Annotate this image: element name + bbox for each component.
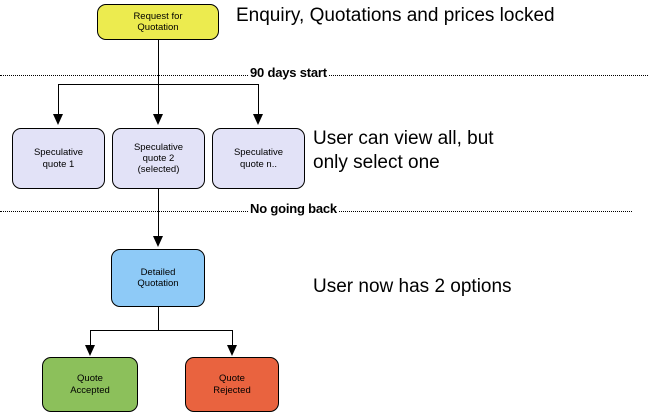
node-quote-accepted[interactable]: Quote Accepted <box>42 357 138 412</box>
annotation-enquiry-locked: Enquiry, Quotations and prices locked <box>236 5 555 26</box>
connector-outcome-bus <box>90 330 232 331</box>
arrowhead-to-accepted <box>85 345 95 356</box>
node-speculative-quote-1[interactable]: Speculative quote 1 <box>12 128 105 189</box>
arrowhead-to-detailed <box>153 236 163 247</box>
connector-detailed-stem <box>158 307 159 331</box>
arrowhead-to-spec2 <box>153 114 163 125</box>
node-speculative-quote-2-selected[interactable]: Speculative quote 2 (selected) <box>112 128 205 189</box>
node-speculative-quote-1-label: Speculative quote 1 <box>33 147 84 170</box>
annotation-two-options: User now has 2 options <box>313 276 512 297</box>
node-detailed-quotation-label: Detailed Quotation <box>137 266 179 289</box>
node-quote-rejected[interactable]: Quote Rejected <box>185 357 279 412</box>
connector-to-spec1 <box>58 84 59 116</box>
phase-separator-label-2: No going back <box>248 201 339 216</box>
node-detailed-quotation[interactable]: Detailed Quotation <box>111 249 205 307</box>
phase-separator-label-1: 90 days start <box>248 65 329 80</box>
node-speculative-quote-n[interactable]: Speculative quote n.. <box>212 128 305 189</box>
node-speculative-quote-2-label: Speculative quote 2 (selected) <box>133 141 184 176</box>
node-quote-rejected-label: Quote Rejected <box>213 373 251 396</box>
connector-spec2-to-detailed <box>158 189 159 237</box>
node-speculative-quote-n-label: Speculative quote n.. <box>233 147 284 170</box>
connector-to-accepted <box>90 330 91 346</box>
connector-rfq-stem <box>158 40 159 85</box>
node-request-for-quotation[interactable]: Request for Quotation <box>97 4 219 40</box>
node-quote-accepted-label: Quote Accepted <box>70 373 110 396</box>
connector-to-specn <box>258 84 259 116</box>
arrowhead-to-rejected <box>227 345 237 356</box>
connector-to-spec2 <box>158 84 159 116</box>
arrowhead-to-spec1 <box>53 114 63 125</box>
arrowhead-to-specn <box>253 114 263 125</box>
node-request-for-quotation-label: Request for Quotation <box>133 10 183 33</box>
connector-to-rejected <box>232 330 233 346</box>
annotation-view-all-select-one: User can view all, but only select one <box>313 128 494 174</box>
